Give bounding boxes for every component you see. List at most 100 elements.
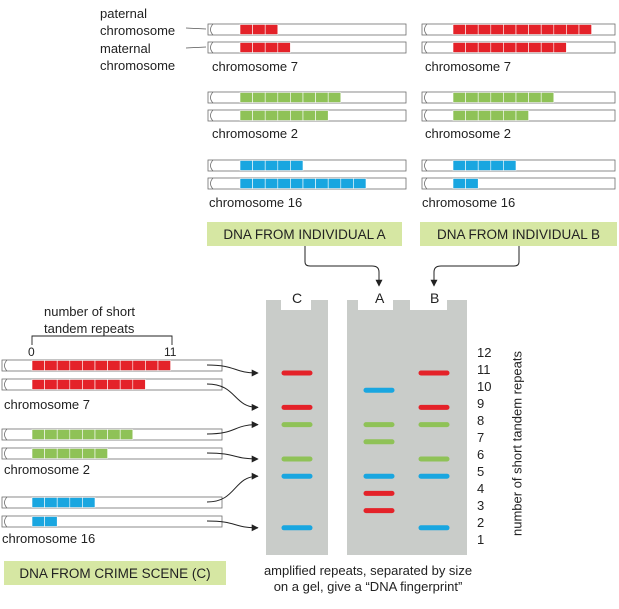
banner-a-arrow: [304, 246, 383, 287]
individual-b-chr2-paternal-repeat: [465, 92, 479, 103]
individual-c-chr2-paternal-repeat: [56, 429, 71, 440]
individual-c-chr2-paternal-repeat: [82, 429, 96, 440]
individual-a-chr16-maternal-repeat: [252, 178, 266, 189]
gel-caption: amplified repeats, separated by size on …: [263, 563, 473, 594]
individual-a-chr16-paternal-repeat: [277, 160, 291, 171]
individual-b-chr7-maternal-repeat: [540, 42, 555, 53]
individual-c-chr7-paternal-repeat: [69, 360, 83, 371]
individual-b-chr7-maternal-repeat: [515, 42, 529, 53]
axis-tick: 4: [477, 481, 485, 496]
individual-b-chr7-paternal-repeat: [578, 24, 592, 35]
lane-label-a: A: [375, 290, 385, 306]
individual-b-chr2-maternal-repeat: [490, 110, 504, 121]
individual-c-chr7-maternal-repeat: [132, 379, 146, 390]
individual-a-chr16-paternal-body: [207, 159, 407, 172]
gel-slab-ab: [347, 300, 467, 555]
repeat-count-title: number of short tandem repeats: [44, 304, 136, 336]
individual-b-chr7-paternal-end: [424, 23, 428, 36]
individual-b-chr16-paternal-repeat: [477, 160, 492, 171]
lane-label-c: C: [292, 290, 303, 306]
individual-a-chr16-paternal-repeat: [239, 160, 253, 171]
paternal-leader-line: [185, 27, 207, 30]
individual-a-chr16-maternal-repeat: [302, 178, 316, 189]
axis-title: number of short tandem repeats: [509, 351, 525, 536]
chromosome-group: [1, 23, 616, 528]
individual-b-chr7-paternal-repeat: [528, 24, 542, 35]
individual-a-chr7-maternal-repeat: [252, 42, 266, 53]
axis-tick: 5: [477, 464, 485, 479]
individual-c-chr7-maternal-repeat: [119, 379, 134, 390]
individual-b-chr7-maternal-end: [424, 41, 428, 54]
individual-c-chr7-paternal-repeat: [31, 360, 45, 371]
individual-b-chr16-paternal-repeat: [490, 160, 504, 171]
individual-c-chr16-paternal-repeat: [56, 497, 71, 508]
lane-label-b: B: [430, 290, 440, 306]
individual-a-chr16-maternal-repeat: [290, 178, 304, 189]
individual-c-chr2-maternal-repeat: [31, 448, 45, 459]
individual-a-chr16-maternal-end: [210, 177, 214, 190]
individual-c-chr7-paternal-repeat: [145, 360, 159, 371]
axis-tick: 1: [477, 532, 485, 547]
connector-arrow: [206, 421, 259, 435]
individual-c-chr7-paternal-repeat: [119, 360, 134, 371]
individual-b-chr7-paternal-repeat: [490, 24, 504, 35]
individual-a-chr2-paternal-repeat: [315, 92, 329, 103]
individual-a-chr16-maternal-repeat: [353, 178, 367, 189]
individual-a-chr16-maternal-repeat: [277, 178, 291, 189]
individual-a-chr2-paternal-repeat: [264, 92, 279, 103]
individual-b-chr16-paternal-end: [424, 159, 428, 172]
axis-tick: 12: [477, 345, 492, 360]
individual-b-chr7-maternal-repeat: [553, 42, 567, 53]
individual-b-chr16-paternal-repeat: [452, 160, 466, 171]
individual-a-chr2-maternal-repeat: [252, 110, 266, 121]
individual-a-chr16-maternal-repeat: [315, 178, 329, 189]
individual-c-chr7-paternal-end: [4, 359, 8, 372]
individual-b-chr7-label: chromosome 7: [425, 59, 511, 74]
individual-c-chr2-paternal-repeat: [107, 429, 121, 440]
individual-a-chr7-maternal-repeat: [239, 42, 253, 53]
individual-b-chr7-maternal-repeat: [503, 42, 517, 53]
crime-scene-chr2-label: chromosome 2: [4, 462, 90, 477]
individual-c-chr16-paternal-repeat: [44, 497, 58, 508]
individual-c-chr16-paternal-end: [4, 496, 8, 509]
individual-c-chr2-maternal-repeat: [94, 448, 108, 459]
axis-tick: 10: [477, 379, 492, 394]
individual-b-chr7-maternal-repeat: [528, 42, 542, 53]
individual-a-chr16-paternal-repeat: [264, 160, 279, 171]
scale-max-label: 11: [164, 345, 177, 359]
individual-a-chr2-maternal-repeat: [290, 110, 304, 121]
individual-b-chr7-paternal-repeat: [452, 24, 466, 35]
individual-b-chr16-paternal-body: [421, 159, 616, 172]
individual-a-chr7-maternal-end: [210, 41, 214, 54]
connector-arrow: [206, 364, 259, 377]
axis-tick: 11: [477, 362, 491, 377]
maternal-leader-line: [185, 46, 207, 49]
individual-b-chr16-maternal-repeat: [465, 178, 479, 189]
individual-a-chr7-paternal-repeat: [252, 24, 266, 35]
individual-b-chr2-paternal-repeat: [528, 92, 542, 103]
individual-a-chr2-maternal-end: [210, 109, 214, 122]
individual-b-chr7-paternal-repeat: [540, 24, 555, 35]
individual-b-chr7-paternal-repeat: [515, 24, 529, 35]
individual-b-chr2-paternal-repeat: [503, 92, 517, 103]
individual-b-chr2-maternal-repeat: [465, 110, 479, 121]
axis-tick: 6: [477, 447, 485, 462]
individual-c-chr2-maternal-end: [4, 447, 8, 460]
individual-b-chr2-paternal-repeat: [540, 92, 555, 103]
individual-b-chr2-maternal-repeat: [477, 110, 492, 121]
connector-arrow: [206, 452, 259, 463]
individual-a-chr16-label: chromosome 16: [209, 195, 303, 210]
connector-arrow: [206, 520, 259, 532]
banner-individual-b: DNA FROM INDIVIDUAL B: [420, 222, 617, 246]
individual-c-chr16-paternal-repeat: [31, 497, 45, 508]
individual-a-chr7-paternal-body: [207, 23, 407, 36]
crime-scene-chr7-label: chromosome 7: [4, 397, 90, 412]
individual-a-chr2-maternal-repeat: [315, 110, 329, 121]
individual-c-chr2-paternal-repeat: [94, 429, 108, 440]
gel-group: [266, 300, 467, 555]
individual-c-chr7-paternal-repeat: [94, 360, 108, 371]
banner-crime-scene: DNA FROM CRIME SCENE (C): [4, 561, 226, 585]
individual-c-chr2-paternal-repeat: [119, 429, 134, 440]
individual-a-chr16-paternal-end: [210, 159, 214, 172]
